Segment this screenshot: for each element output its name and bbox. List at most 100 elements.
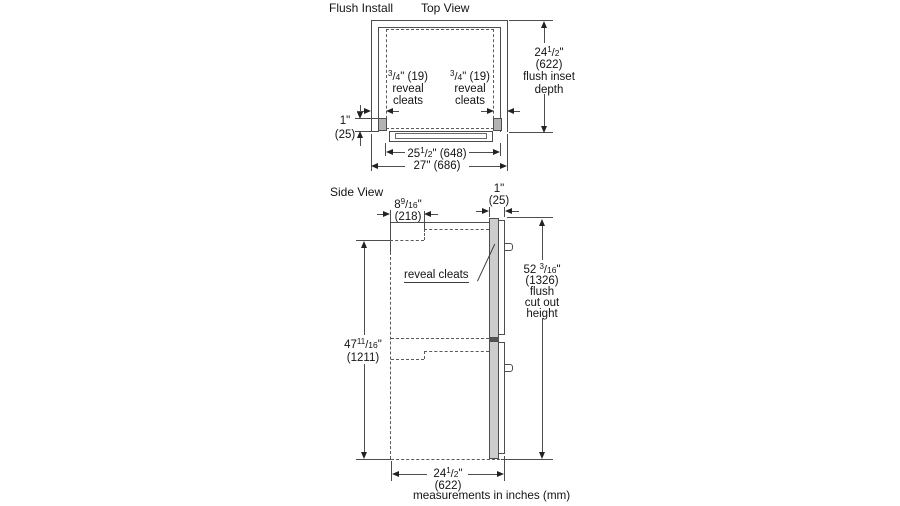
arrowhead xyxy=(541,21,547,28)
extension-line xyxy=(356,459,391,460)
figure-title: Flush Install xyxy=(329,1,394,15)
dim-line xyxy=(542,226,543,260)
dim-value-mm: (1326) xyxy=(525,275,559,287)
topview-appliance-front-outer xyxy=(389,131,493,142)
extension-line xyxy=(489,207,490,217)
dim-value-mm: (25) xyxy=(334,129,356,141)
side-view-title: Side View xyxy=(330,185,384,199)
dim-value-mm: (1211) xyxy=(346,351,380,364)
topview-cabinet-outer-wall xyxy=(371,20,508,132)
sideview-cutout-front-dashed xyxy=(390,252,391,459)
topview-inset-dashed-outline xyxy=(386,29,494,129)
arrowhead xyxy=(357,131,363,138)
label-line: reveal xyxy=(454,83,486,95)
sideview-top-recess-dashed xyxy=(390,240,424,241)
dim-value-mm: (622) xyxy=(434,479,462,492)
dim-value-in: 3/4" (19) xyxy=(450,69,490,83)
dim-caption: depth xyxy=(534,83,564,96)
dim-value-in: 27" (686) xyxy=(413,160,461,172)
arrowhead xyxy=(361,452,367,459)
arrowhead xyxy=(505,208,512,214)
dim-line xyxy=(514,111,520,112)
arrowhead xyxy=(507,108,514,114)
extension-line xyxy=(355,118,378,119)
dim-cutout-height: 52 3/16" (1326) flush cut out height xyxy=(512,261,572,320)
extension-line xyxy=(355,131,378,132)
label-reveal-cleats: reveal cleats xyxy=(404,269,469,283)
dim-line xyxy=(542,318,543,452)
dim-value-in: 251/2" (648) xyxy=(407,146,467,160)
extension-line xyxy=(504,207,505,217)
dim-flush-inset-depth: 241/2" (622) flush inset depth xyxy=(520,44,578,96)
dim-line xyxy=(469,166,500,167)
extension-line xyxy=(509,20,553,21)
sideview-lower-recess-dashed xyxy=(391,359,424,360)
arrowhead xyxy=(392,471,399,477)
dim-value-in: 89/16" xyxy=(394,197,422,211)
dim-value-in: 3/4" (19) xyxy=(388,69,428,83)
arrowhead xyxy=(364,108,371,114)
topview-cleat-right xyxy=(493,118,502,131)
arrowhead xyxy=(487,108,494,114)
sideview-door-divider xyxy=(489,338,499,341)
arrowhead xyxy=(482,208,489,214)
dim-line xyxy=(377,214,384,215)
label-line: cleats xyxy=(392,95,424,107)
dim-line xyxy=(393,111,399,112)
dim-line xyxy=(393,152,405,153)
dim-line xyxy=(399,474,427,475)
dim-value-in: 4711/16" xyxy=(344,337,382,351)
dim-line xyxy=(360,138,361,146)
dim-line xyxy=(364,248,365,335)
extension-line xyxy=(500,143,501,156)
dim-caption: flush xyxy=(529,286,555,298)
dim-interior-height: 4711/16" (1211) xyxy=(332,336,394,364)
extension-line xyxy=(507,134,508,171)
label-line: cleats xyxy=(454,95,486,107)
dim-overall-width: 27" (686) xyxy=(389,160,485,172)
arrowhead xyxy=(357,112,363,119)
sideview-lower-recess-dashed xyxy=(424,351,425,359)
dim-bottom-depth: 241/2" (622) xyxy=(417,465,479,492)
sideview-door-panel-lower xyxy=(498,342,505,454)
extension-line xyxy=(501,459,553,460)
dim-line xyxy=(512,211,519,212)
dim-value-mm: (218) xyxy=(394,210,422,223)
arrowhead xyxy=(386,108,393,114)
extension-line xyxy=(391,461,392,481)
extension-line xyxy=(507,217,553,218)
dim-line xyxy=(468,474,497,475)
dim-line xyxy=(544,28,545,43)
sideview-handle-upper xyxy=(504,243,513,251)
arrowhead xyxy=(424,211,431,217)
extension-line xyxy=(424,211,425,230)
extension-line xyxy=(504,456,505,481)
dim-value-in: 241/2" xyxy=(534,45,564,59)
sideview-top-recess-dashed xyxy=(424,229,425,240)
arrowhead xyxy=(371,163,378,169)
dim-value-in: 1" xyxy=(493,183,505,195)
arrowhead xyxy=(361,241,367,248)
sideview-divider-dashed xyxy=(391,338,489,339)
extension-line xyxy=(371,134,372,171)
dim-line xyxy=(364,364,365,452)
label-cleat-right: 3/4" (19) reveal cleats xyxy=(442,68,498,107)
arrowhead xyxy=(500,163,507,169)
sideview-cabinet-top-line xyxy=(390,222,489,223)
units-note: measurements in inches (mm) xyxy=(413,489,571,502)
dim-value-in: 1" xyxy=(339,115,351,127)
dim-caption: height xyxy=(526,308,558,320)
sideview-bottom-dashed xyxy=(391,459,500,460)
dim-value-mm: (25) xyxy=(488,195,510,207)
arrowhead xyxy=(383,211,390,217)
dim-opening-width: 251/2" (648) xyxy=(389,146,485,160)
dim-front-thickness: 1" xyxy=(480,183,518,195)
dim-line xyxy=(357,111,365,112)
sideview-cabinet-front-line xyxy=(390,210,391,252)
extension-line xyxy=(356,240,390,241)
dim-caption: flush inset xyxy=(523,71,575,84)
dim-line xyxy=(431,214,438,215)
arrowhead xyxy=(497,471,504,477)
label-line: reveal xyxy=(392,83,424,95)
topview-cabinet-inner-wall xyxy=(378,27,501,132)
